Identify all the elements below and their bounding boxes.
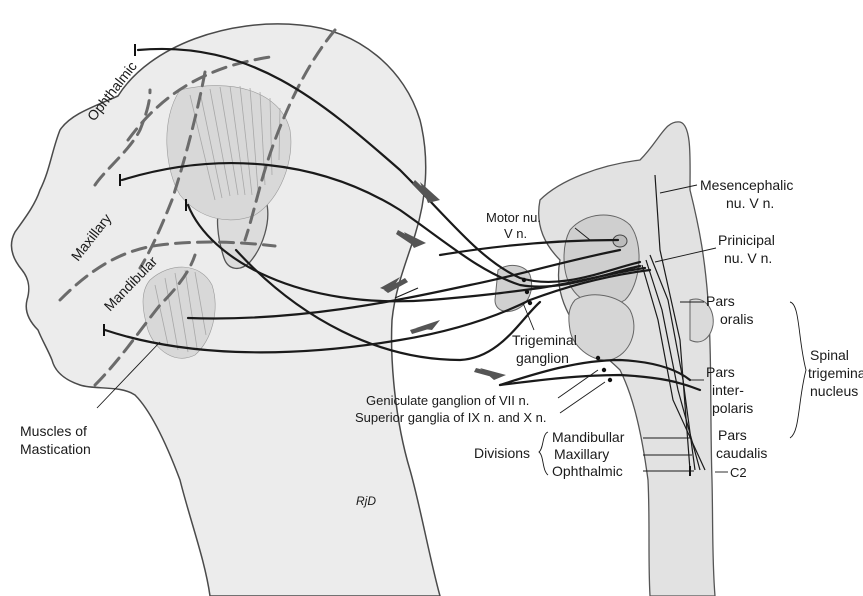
- motor-nerve: [234, 248, 542, 362]
- pars-interpolaris-label-1: Pars: [706, 364, 735, 380]
- divisions-label: Divisions: [474, 445, 530, 461]
- superior-ganglia-label: Superior ganglia of IX n. and X n.: [355, 410, 547, 425]
- muscles-label-2: Mastication: [20, 441, 91, 457]
- head-silhouette: [10, 23, 441, 596]
- motor-root: [438, 238, 620, 257]
- principal-label-2: nu. V n.: [724, 250, 772, 266]
- spinal-nucleus-label-2: trigemina: [808, 365, 863, 381]
- artist-signature: RjD: [356, 494, 376, 508]
- temporalis-muscle: [166, 85, 292, 221]
- mandibular-nerve: [186, 203, 647, 303]
- dermatome-boundary-2: [243, 28, 337, 242]
- pars-interpolaris-label-3: polaris: [712, 400, 753, 416]
- spinal-nucleus-label-3: nucleus: [810, 383, 858, 399]
- mesencephalic-label-1: Mesencephalic: [700, 177, 793, 193]
- pars-caudalis-label-2: caudalis: [716, 445, 767, 461]
- direction-arrows: [380, 180, 506, 380]
- trigeminal-ganglion-label-2: ganglion: [516, 350, 569, 366]
- ophthalmic-nerve: [136, 47, 642, 284]
- motor-nu-label-2: V n.: [504, 226, 527, 241]
- c2-label: C2: [730, 465, 747, 480]
- div-mandibular-label: Mandibullar: [552, 429, 625, 445]
- ganglion-dots: [521, 277, 613, 383]
- motor-nu-label-1: Motor nu.: [486, 210, 541, 225]
- dermatome-boundary-1: [126, 54, 277, 142]
- nerve-ends: [103, 44, 691, 476]
- dermatome-boundary-6: [93, 253, 197, 387]
- dermatome-boundary-3: [138, 70, 207, 270]
- masticator-nerve: [186, 248, 622, 320]
- spinal-tract: [641, 174, 706, 471]
- geniculate-label: Geniculate ganglion of VII n.: [366, 393, 529, 408]
- glosso-vagal-fibers: [498, 373, 702, 392]
- principal-label-1: Prinicipal: [718, 232, 775, 248]
- pars-caudalis-label-1: Pars: [718, 427, 747, 443]
- muscles-label-1: Muscles of: [20, 423, 87, 439]
- pars-oralis-label-1: Pars: [706, 293, 735, 309]
- mesencephalic-label-2: nu. V n.: [726, 195, 774, 211]
- div-ophthalmic-label: Ophthalmic: [552, 463, 623, 479]
- div-maxillary-label: Maxillary: [554, 446, 609, 462]
- masseter-muscle: [142, 266, 216, 359]
- dermatome-boundary-5: [58, 240, 277, 302]
- leader-lines: [96, 184, 807, 476]
- dermatome-boundary-4: [93, 88, 152, 187]
- mandibular-skin-nerve: [103, 268, 652, 354]
- trigeminal-ganglion-label-1: Trigeminal: [512, 332, 577, 348]
- facial-nerve-fibers: [498, 358, 692, 387]
- pars-oralis-label-2: oralis: [720, 311, 753, 327]
- spinal-nucleus-label-1: Spinal: [810, 347, 849, 363]
- pars-interpolaris-label-2: inter-: [712, 382, 744, 398]
